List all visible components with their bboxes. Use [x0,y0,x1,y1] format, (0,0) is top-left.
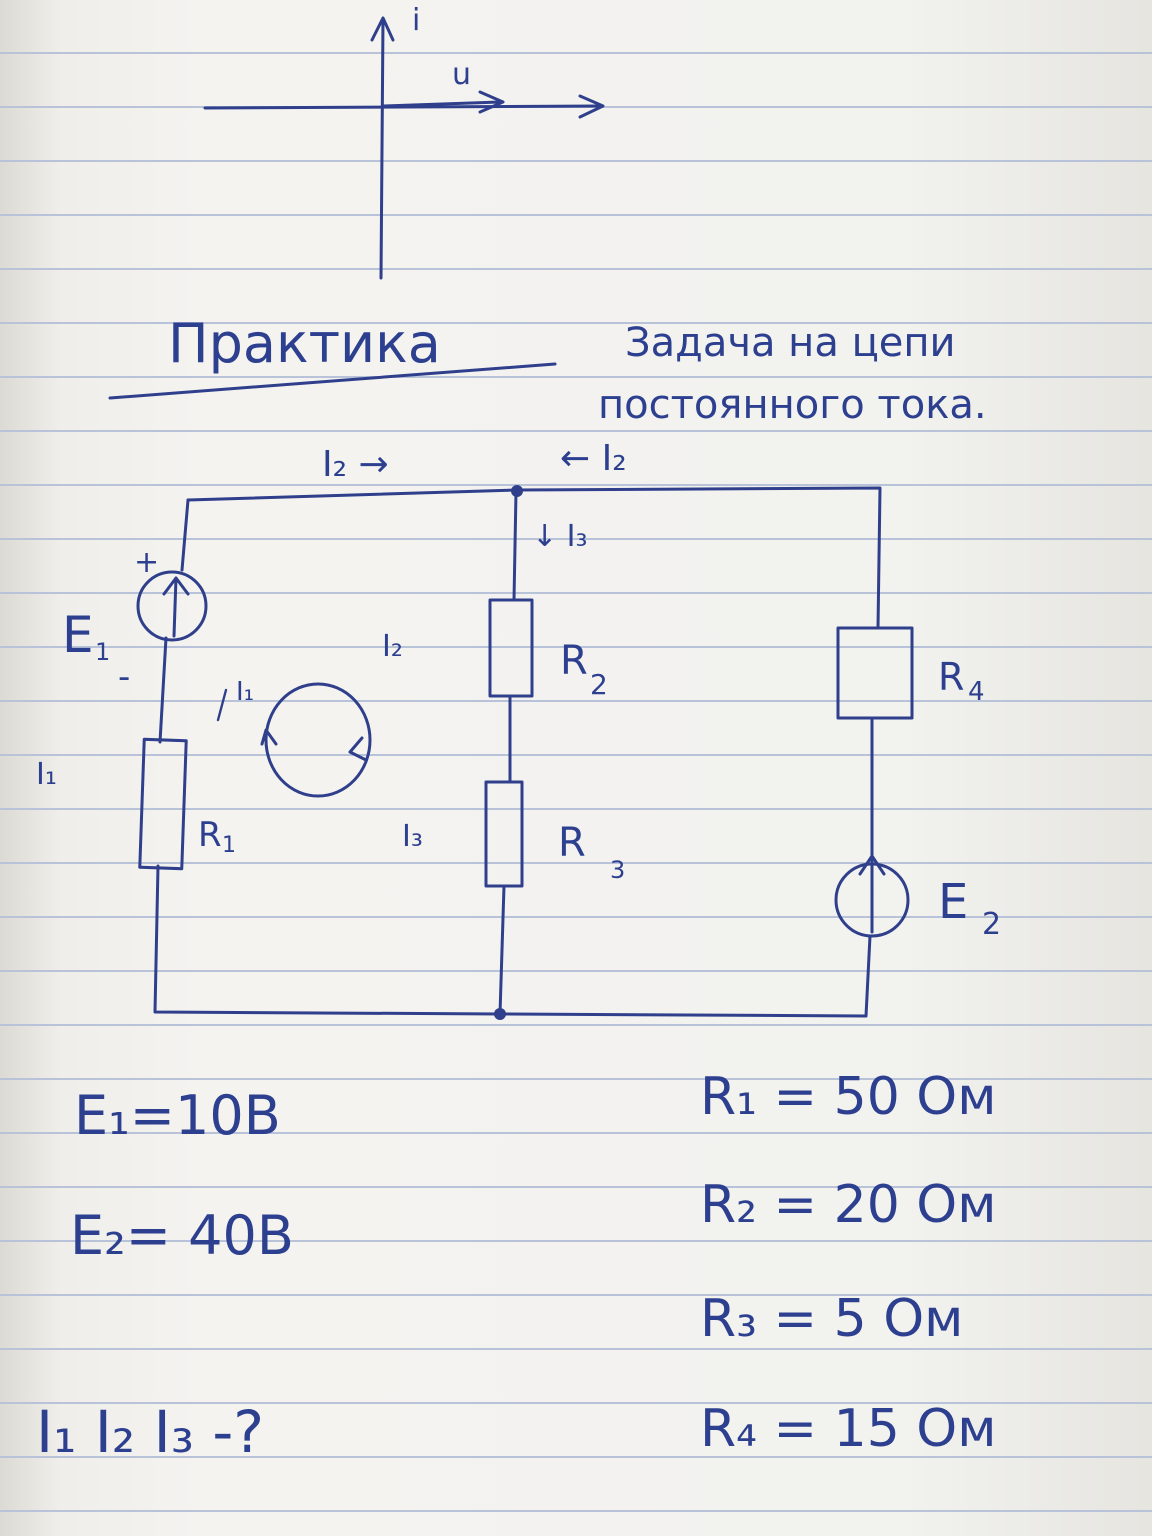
r4-subscript: 4 [968,677,985,707]
e1-label: E [62,606,94,664]
page-title: Практика [168,312,441,375]
r1-label: R [198,815,222,855]
e1-source-circle [136,570,208,642]
header: Практика Задача на цепи постоянного тока… [108,312,987,428]
task-title-line2: постоянного тока. [598,382,987,428]
current-label-r2: I₂ [382,629,403,664]
bottom-node [494,1008,506,1020]
e2-label: E [938,874,968,930]
vertical-axis-arrow [370,16,395,42]
top-wire [186,486,882,630]
given-e1: E₁=10В [74,1084,281,1147]
task-title-line1: Задача на цепи [625,320,956,366]
r3-label: R [558,820,586,866]
r4-label: R [938,655,964,699]
r2-resistor [488,598,534,698]
current-label-r3: I₃ [402,819,423,854]
loop-arrowhead-right [348,736,368,762]
current-vector [382,100,502,108]
left-mid-wire [158,636,168,744]
circuit-diagram [136,485,914,1020]
loop-current-label: I₁ [236,677,254,707]
left-top-wire [180,498,190,572]
r3-subscript: 3 [610,856,625,884]
given-r4: R₄ = 15 Ом [700,1399,996,1459]
question-currents: I₁ I₂ I₃ -? [36,1398,264,1466]
e2-source-arrow [858,854,886,934]
middle-top-wire [512,490,518,602]
e1-plus-sign: + [134,545,159,580]
given-r1: R₁ = 50 Ом [700,1067,996,1127]
middle-bottom-wire [498,884,506,1016]
e1-source-arrow [162,576,190,638]
r1-resistor [138,737,188,871]
axes-sketch: i u [203,3,605,280]
top-node [511,485,523,497]
title-underline [108,362,557,400]
given-e2: E₂= 40В [70,1204,294,1267]
r1-subscript: 1 [222,833,236,858]
current-label-r1: I₁ [36,757,57,792]
e2-subscript: 2 [982,907,1001,942]
axis-label-i: i [412,3,420,38]
bottom-wire [153,864,872,1018]
r2-label: R [560,638,588,684]
vertical-axis [379,18,385,280]
r4-resistor [836,626,914,720]
e1-minus-sign: - [118,657,130,697]
given-r2: R₂ = 20 Ом [700,1175,996,1235]
given-values: E₁=10В E₂= 40В I₁ I₂ I₃ -? R₁ = 50 Ом R₂… [36,1067,996,1466]
given-r3: R₃ = 5 Ом [700,1289,963,1349]
current-label-top-right: ← I₂ [560,438,627,479]
horizontal-axis [203,104,602,110]
r2-subscript: 2 [590,668,608,701]
axis-label-u: u [452,57,471,92]
current-label-top-left: I₂ → [322,444,389,485]
current-label-branch: ↓ I₃ [532,519,588,554]
horizontal-axis-arrow [578,94,605,119]
loop-circulation [264,682,372,798]
loop-arrowhead-left [260,728,278,746]
r3-resistor [484,780,524,888]
current-vector-arrow [478,90,505,114]
loop-current-arrow [216,688,228,722]
e1-subscript: 1 [95,638,110,666]
